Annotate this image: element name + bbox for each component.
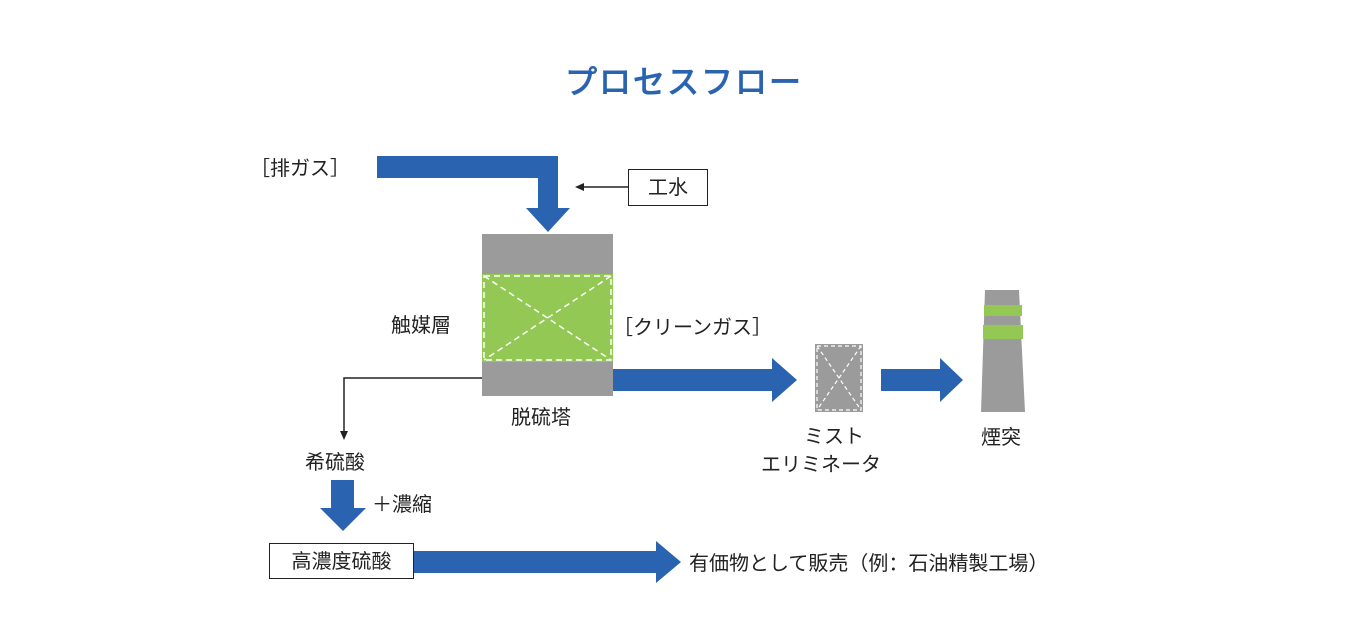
mist-eliminator	[815, 344, 863, 412]
exhaust-gas-flow-arrow	[377, 156, 570, 232]
concentration-label: ＋濃縮	[372, 492, 432, 516]
sale-label: 有価物として販売（例：石油精製工場）	[689, 551, 1049, 575]
dilute-acid-drain-line	[340, 377, 482, 440]
industrial-water-arrow	[575, 183, 628, 191]
chimney	[981, 290, 1025, 412]
mist-eliminator-label-line2: エリミネータ	[761, 452, 881, 476]
page-title: プロセスフロー	[564, 63, 803, 101]
desulfurization-tower	[482, 234, 613, 396]
clean-gas-flow-arrow	[613, 358, 797, 402]
sale-flow-arrow	[414, 541, 681, 583]
industrial-water-box: 工水	[628, 169, 708, 206]
concentrated-sulfuric-acid-box: 高濃度硫酸	[269, 543, 414, 579]
mist-eliminator-label-line1: ミスト	[804, 424, 864, 448]
stack-flow-arrow	[881, 358, 963, 402]
concentration-flow-arrow	[320, 480, 366, 531]
dilute-sulfuric-acid-label: 希硫酸	[305, 450, 365, 474]
exhaust-gas-label: ［排ガス］	[250, 156, 350, 180]
catalyst-layer-label: 触媒層	[391, 313, 451, 337]
desulfurization-tower-label: 脱硫塔	[511, 405, 571, 429]
clean-gas-label: ［クリーンガス］	[613, 315, 772, 339]
chimney-label: 煙突	[981, 425, 1021, 449]
